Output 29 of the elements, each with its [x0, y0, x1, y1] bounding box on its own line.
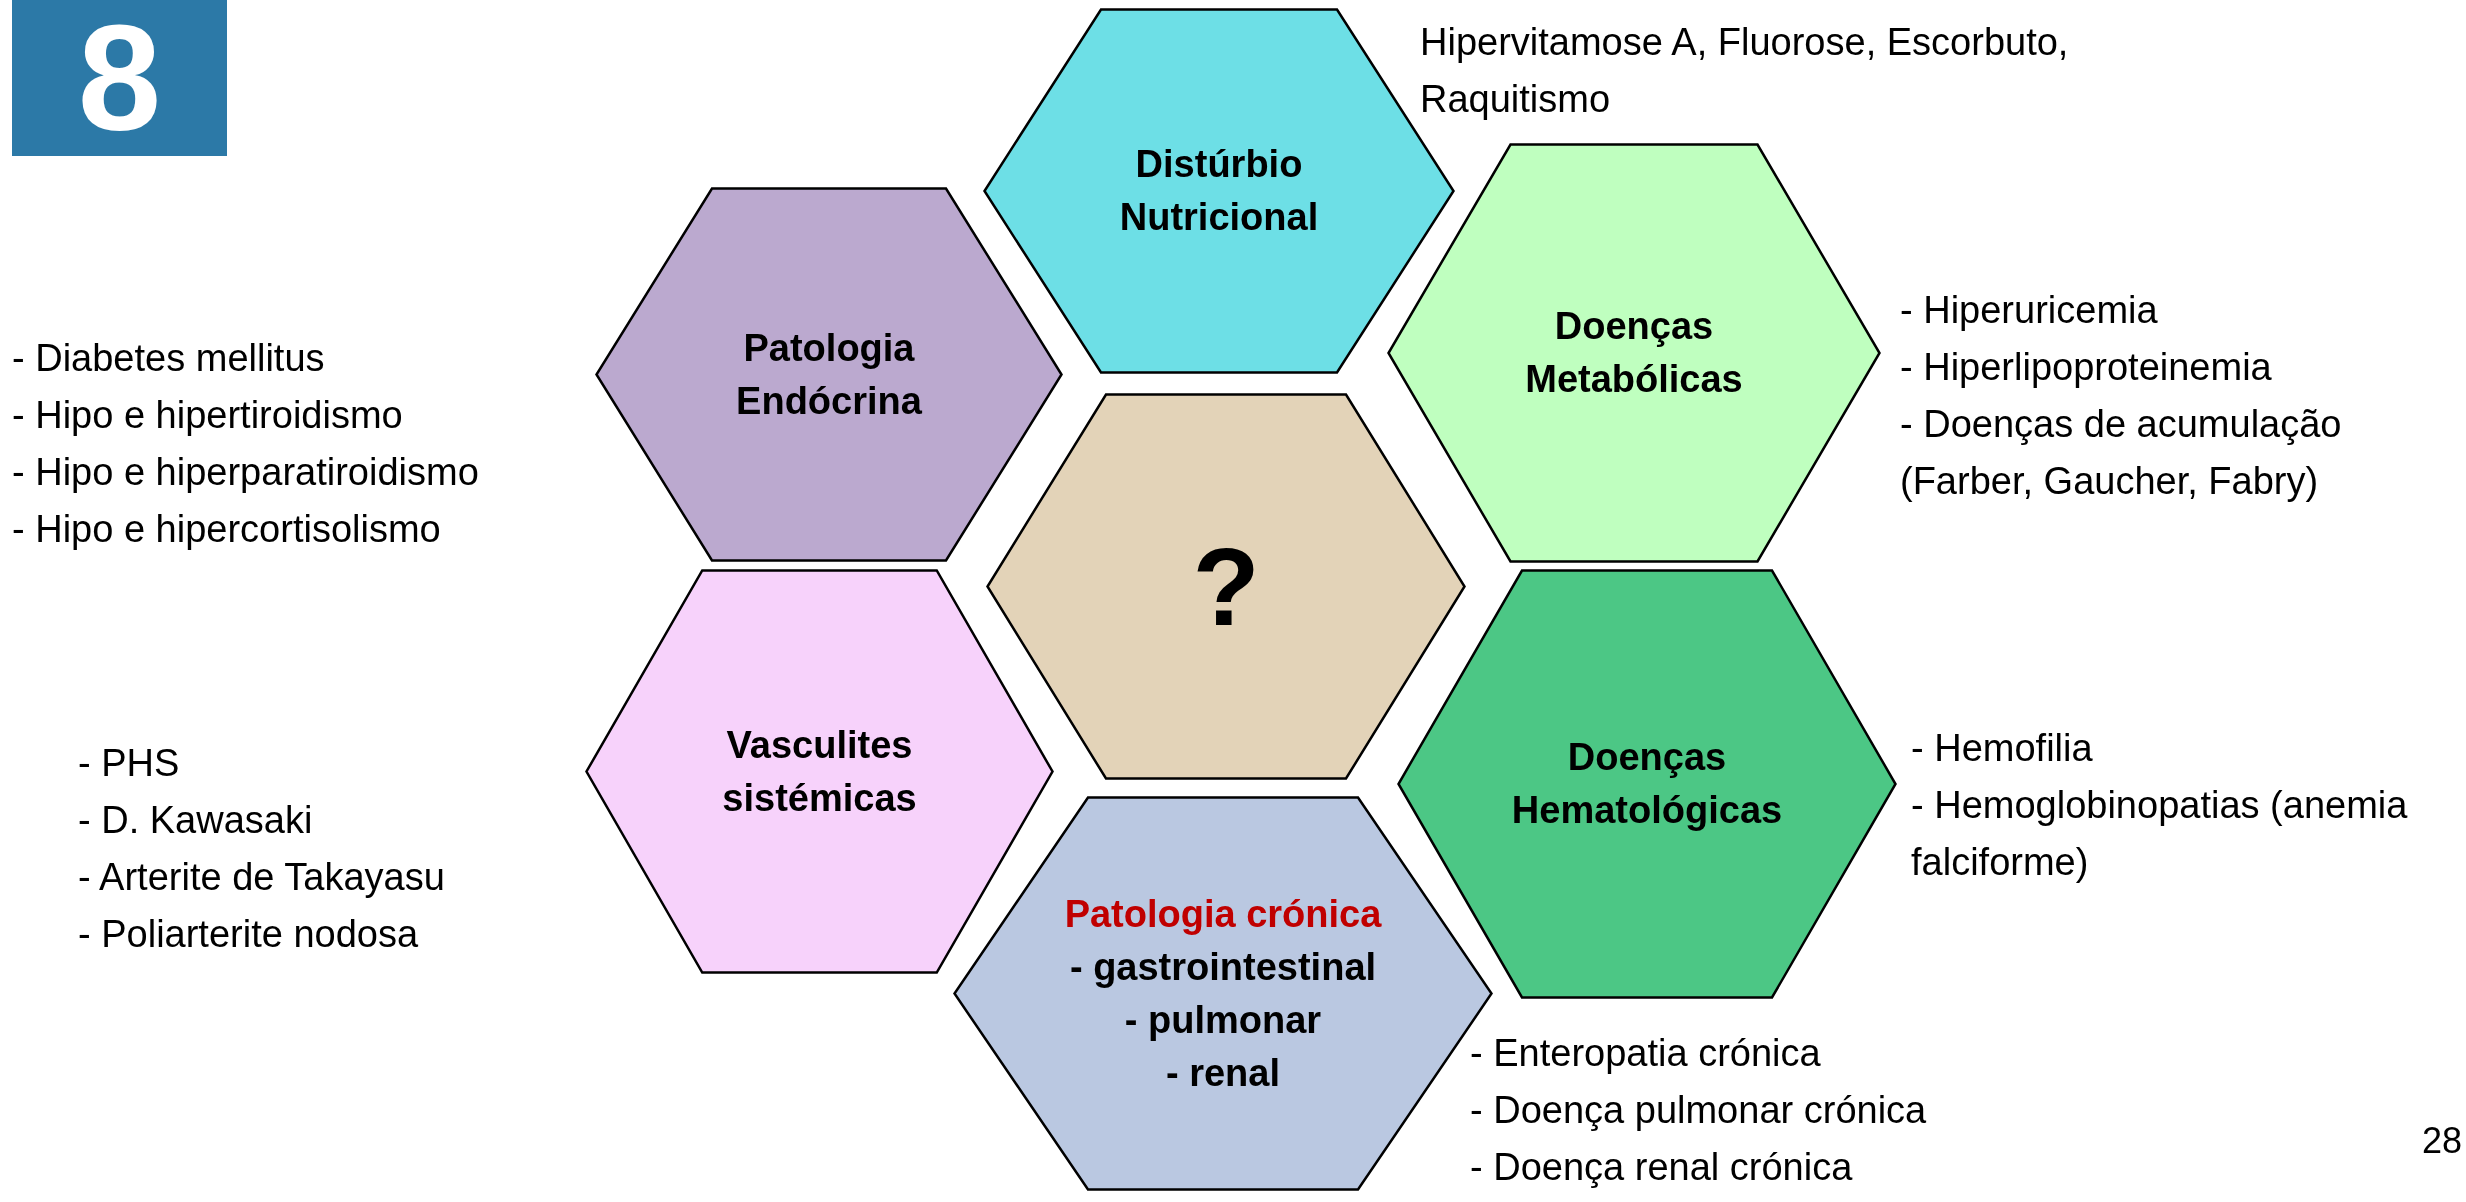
- hexagon-title: Patologia crónica: [1064, 891, 1382, 937]
- list-item: - Hemofilia: [1911, 726, 2093, 771]
- page-number: 28: [2421, 1120, 2462, 1162]
- list-item: - Arterite de Takayasu: [78, 855, 445, 900]
- hexagon-title: Distúrbio Nutricional: [1118, 141, 1320, 240]
- list-item: - Doença renal crónica: [1470, 1145, 1853, 1190]
- list-item: - Hipo e hiperparatiroidismo: [12, 450, 479, 495]
- hexagon-title: Doenças Metabólicas: [1524, 303, 1744, 402]
- hexagon-item: - renal: [1165, 1050, 1280, 1096]
- list-item: - Hiperuricemia: [1900, 288, 2158, 333]
- list-item: - Hipo e hipertiroidismo: [12, 393, 403, 438]
- hexagon-title: Doenças Hematológicas: [1510, 734, 1784, 833]
- list-item: - Hiperlipoproteinemia: [1900, 345, 2272, 390]
- list-item: - Doenças de acumulação (Farber, Gaucher, Fabry): [1900, 402, 2343, 504]
- question-mark: ?: [1192, 523, 1260, 650]
- list-item: - Poliarterite nodosa: [78, 912, 419, 957]
- list-item: - Doença pulmonar crónica: [1470, 1088, 1927, 1133]
- hexagon-title: Patologia Endócrina: [735, 325, 923, 424]
- list-item: - D. Kawasaki: [78, 798, 313, 843]
- list-item: - PHS: [78, 741, 180, 786]
- note-text: Hipervitamose A, Fluorose, Escorbuto, Raquitismo: [1420, 20, 2070, 122]
- hexagon-item: - pulmonar: [1124, 997, 1322, 1043]
- hexagon-title: Vasculites sistémicas: [721, 722, 918, 821]
- list-item: - Diabetes mellitus: [12, 336, 325, 381]
- list-item: - Hemoglobinopatias (anemia falciforme): [1911, 783, 2409, 885]
- hexagon-item: - gastrointestinal: [1069, 944, 1377, 990]
- list-item: - Hipo e hipercortisolismo: [12, 507, 441, 552]
- list-item: - Enteropatia crónica: [1470, 1031, 1821, 1076]
- section-number: 8: [77, 3, 162, 153]
